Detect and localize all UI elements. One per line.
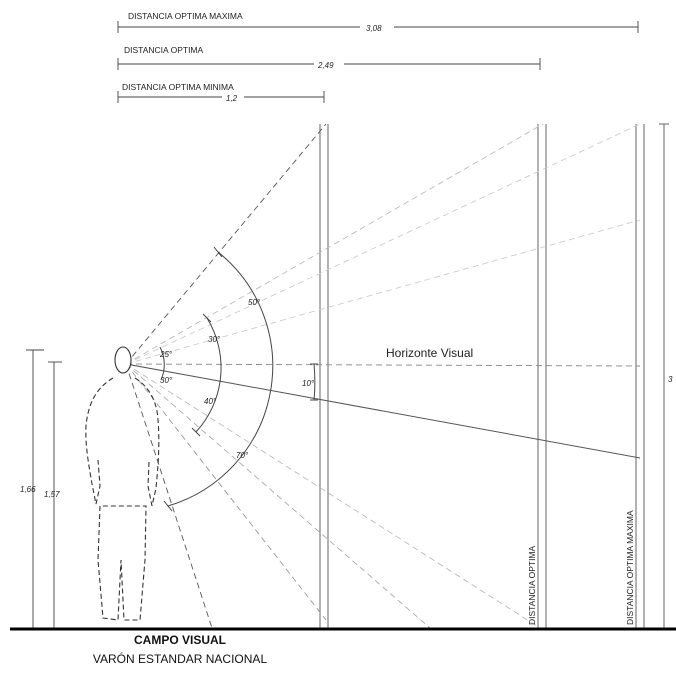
sight-lines bbox=[125, 123, 641, 629]
dimension-opt-label: DISTANCIA OPTIMA bbox=[124, 45, 204, 55]
dimension-max-value: 3,08 bbox=[366, 24, 382, 33]
horizon-line bbox=[125, 363, 641, 367]
dimension-opt-value: 2,49 bbox=[317, 61, 334, 70]
caption-subtitle: VARÓN ESTANDAR NACIONAL bbox=[92, 652, 268, 666]
arc-ticks bbox=[163, 246, 318, 512]
screen-max bbox=[635, 124, 645, 628]
angle-30-upper-label: 30° bbox=[208, 335, 221, 344]
height-1-66: 1,66 bbox=[20, 485, 36, 494]
angle-70-label: 70° bbox=[236, 451, 249, 460]
right-edge-dimension bbox=[659, 123, 669, 628]
caption-title: CAMPO VISUAL bbox=[133, 633, 226, 647]
angle-25-label: 25° bbox=[159, 350, 173, 359]
angle-50-label: 50° bbox=[248, 298, 261, 307]
angle-10-label: 10° bbox=[302, 379, 315, 388]
human-figure bbox=[85, 346, 160, 621]
height-1-57: 1,57 bbox=[44, 490, 60, 499]
angle-30-lower-label: 30° bbox=[160, 376, 173, 385]
dimension-min-value: 1,2 bbox=[226, 94, 238, 103]
head bbox=[114, 346, 132, 374]
vertical-label-optima: DISTANCIA OPTIMA bbox=[527, 545, 537, 625]
angle-arcs bbox=[159, 251, 316, 507]
right-edge-value: 3 bbox=[668, 375, 673, 384]
screen-min bbox=[319, 124, 329, 628]
horizon-label: Horizonte Visual bbox=[386, 346, 473, 360]
height-dimensions bbox=[26, 349, 62, 628]
dimension-min bbox=[117, 91, 325, 103]
dimension-max-label: DISTANCIA OPTIMA MAXIMA bbox=[128, 11, 243, 21]
dimension-min-label: DISTANCIA OPTIMA MINIMA bbox=[122, 82, 234, 92]
vertical-label-maxima: DISTANCIA OPTIMA MAXIMA bbox=[625, 510, 635, 625]
angle-40-label: 40° bbox=[204, 397, 217, 406]
screen-opt bbox=[537, 124, 547, 628]
